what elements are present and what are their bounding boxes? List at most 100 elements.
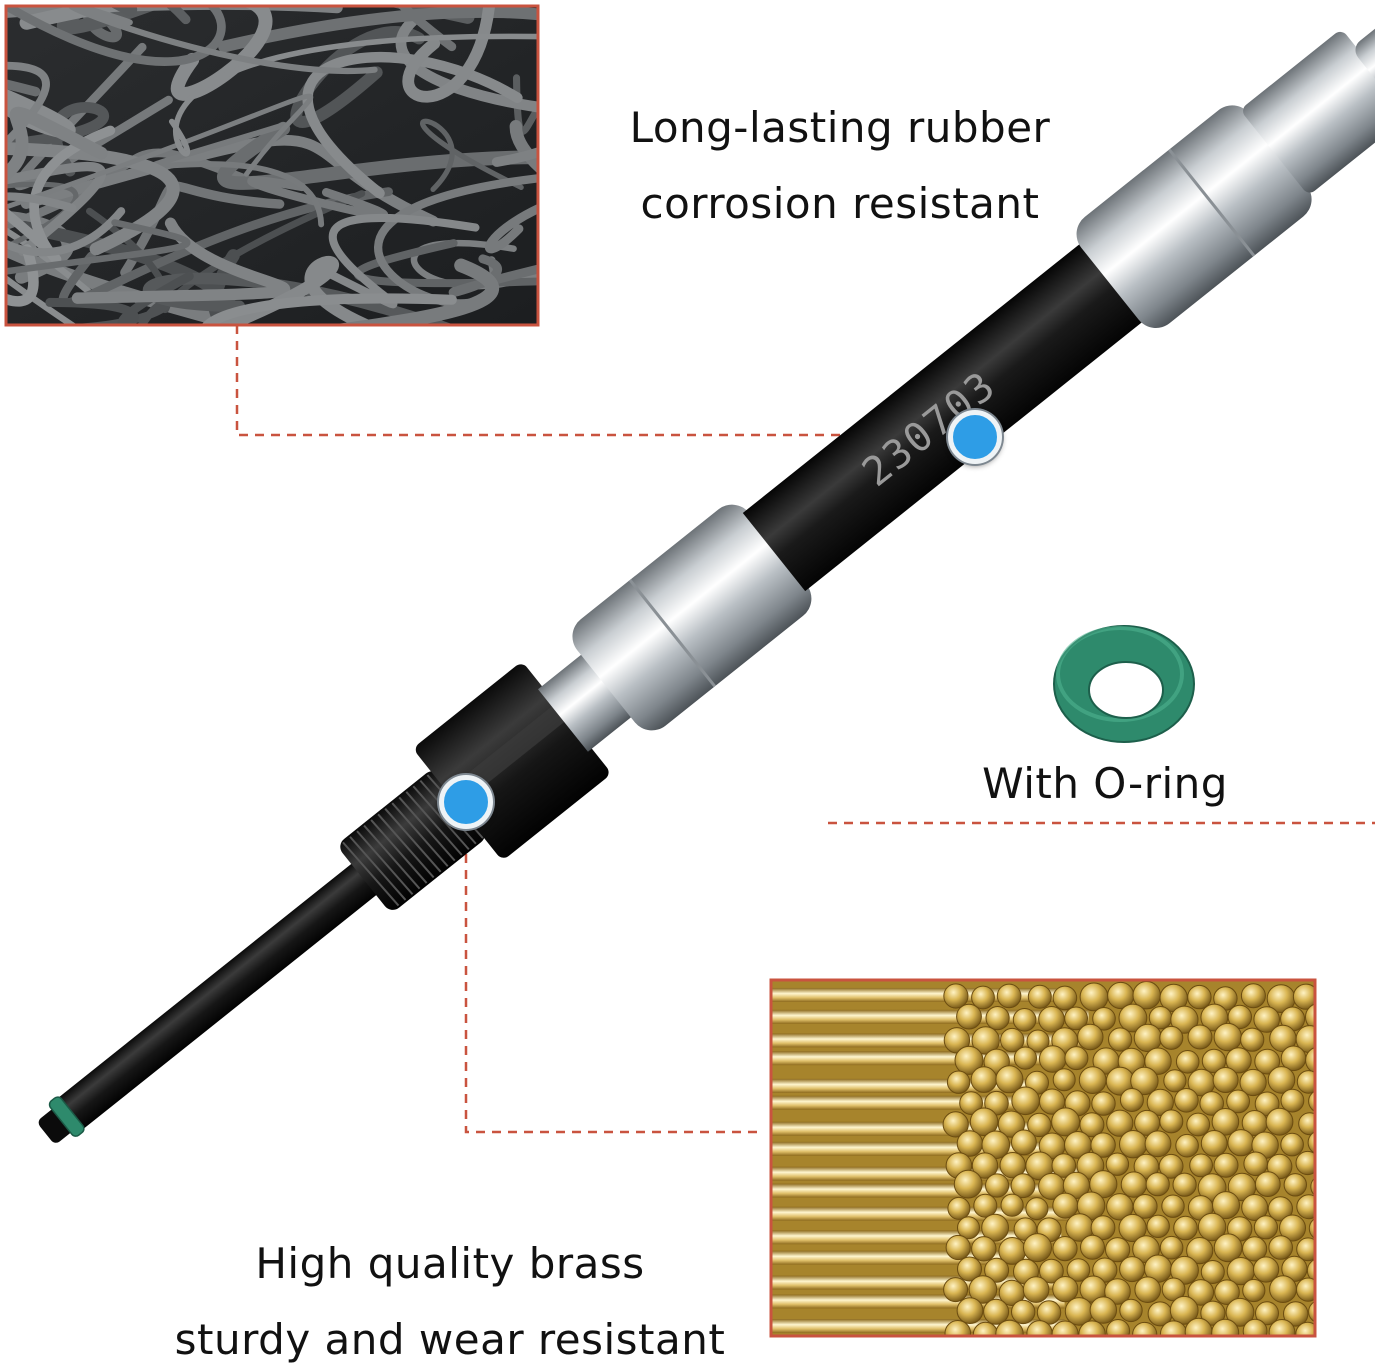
- brass-rod-end: [1186, 1112, 1211, 1137]
- brass-rod-end: [1052, 1236, 1078, 1262]
- brass-rod-end: [969, 1107, 999, 1137]
- brass-rod-end: [1306, 1259, 1314, 1282]
- brass-rod-end: [1119, 1088, 1144, 1112]
- thread-line: [412, 785, 470, 851]
- brass-rod-end: [1091, 1091, 1116, 1116]
- brass-rod-end: [1026, 1320, 1053, 1335]
- brass-rod-end: [1108, 1027, 1133, 1052]
- brass-rod-end: [1105, 1237, 1131, 1263]
- brass-rod-end: [1119, 1130, 1148, 1159]
- brass-rod-end: [981, 1213, 1009, 1242]
- brass-rod-end: [1066, 1258, 1091, 1282]
- brass-rod-end: [1213, 1022, 1243, 1052]
- brass-caption-line-1: High quality brass: [255, 1239, 645, 1288]
- brass-rod-end: [1280, 1088, 1305, 1113]
- brass-rod-end: [1078, 1066, 1107, 1094]
- brass-rod-end: [1226, 1089, 1250, 1114]
- rubber-strand: [7, 244, 39, 307]
- brass-rod-end: [1212, 1191, 1240, 1220]
- brass-rod-end: [1187, 984, 1212, 1010]
- brass-rod-end: [1242, 1318, 1268, 1335]
- brass-rod-end: [1089, 1170, 1118, 1199]
- brass-rod-end: [996, 983, 1022, 1009]
- rubber-strand: [7, 219, 191, 275]
- brass-rod-end: [1240, 983, 1266, 1009]
- brass-rod-end: [1105, 1152, 1130, 1176]
- brass-rod-end: [1186, 1237, 1214, 1265]
- brass-rod-end: [1146, 1214, 1170, 1239]
- brass-rod-end: [1254, 1171, 1281, 1197]
- brass-rod-end: [1052, 1068, 1076, 1092]
- brass-rod-end: [1119, 1298, 1143, 1323]
- brass-rod-end: [1052, 1192, 1079, 1219]
- brass-rod-end: [1159, 1320, 1188, 1335]
- brass-rod-end: [1130, 1066, 1159, 1096]
- oring-caption-line-1: With O-ring: [982, 759, 1228, 808]
- rubber-strand: [7, 142, 180, 256]
- brass-rod-end: [1253, 1256, 1280, 1283]
- brass-rod-end: [1241, 1194, 1269, 1221]
- brass-rod-end: [1253, 1006, 1280, 1033]
- brass-rod-end: [1077, 1023, 1104, 1051]
- brass-rod-end: [1023, 1233, 1052, 1263]
- thread-line: [342, 841, 400, 907]
- brass-rod-end: [1187, 1279, 1215, 1306]
- brass-rod-end: [1267, 1066, 1296, 1094]
- brass-rod-end: [1213, 1152, 1239, 1178]
- brass-rod-end: [959, 1091, 983, 1115]
- brass-rod-end: [1298, 1112, 1314, 1136]
- brass-rod-end: [1052, 985, 1078, 1011]
- brass-rod-end: [1159, 1235, 1184, 1260]
- brass-rod-end: [1134, 1276, 1161, 1303]
- thread-line: [356, 830, 414, 895]
- brass-rod-end: [1308, 1301, 1314, 1322]
- tip-oring: [48, 1096, 85, 1137]
- thread-line: [405, 791, 463, 856]
- brass-rod-end: [1089, 1296, 1118, 1324]
- rubber-strand: [19, 7, 273, 101]
- brass-rod-end: [1159, 1109, 1184, 1134]
- thread-line: [349, 836, 407, 901]
- rubber-strand: [7, 106, 108, 182]
- nozzle-tube: [52, 857, 386, 1133]
- brass-rod-end: [1295, 1150, 1314, 1176]
- hose-hotspot[interactable]: [948, 410, 1002, 464]
- brass-rod-end: [957, 1256, 982, 1282]
- brass-rod-end: [1242, 1236, 1268, 1262]
- brass-rod-end: [1170, 1005, 1199, 1034]
- brass-rod-end: [1012, 1008, 1037, 1032]
- brass-rod-end: [1079, 1112, 1105, 1138]
- brass-rod-end: [1187, 1024, 1213, 1050]
- brass-rod-end: [1106, 1319, 1131, 1335]
- brass-rod-end: [971, 1152, 999, 1179]
- brass-rod-end: [1064, 1006, 1088, 1031]
- brass-hotspot[interactable]: [439, 775, 493, 829]
- brass-rod-end: [1090, 1132, 1116, 1158]
- brass-rod-end: [1022, 1276, 1050, 1303]
- rubber-caption: Long-lasting rubber corrosion resistant: [560, 90, 1120, 242]
- brass-rod-end: [954, 1045, 984, 1075]
- brass-rod-end: [985, 1173, 1010, 1198]
- brass-callout-line: [464, 822, 762, 1134]
- brass-rod-end: [1308, 1091, 1314, 1112]
- rubber-strand: [58, 187, 393, 307]
- brass-closeup-image: [769, 978, 1317, 1338]
- thread-line: [363, 824, 421, 890]
- brass-rod-end: [1296, 1277, 1314, 1302]
- rubber-strand: [202, 293, 457, 324]
- brass-rod-end: [1118, 1003, 1148, 1033]
- brass-rod-end: [1175, 1050, 1200, 1074]
- brass-rod-end: [1051, 1153, 1077, 1178]
- brass-rod-end: [997, 1110, 1026, 1138]
- brass-rod-end: [1308, 1218, 1314, 1239]
- rubber-strand: [448, 254, 537, 297]
- brass-rod-end: [1214, 1279, 1240, 1305]
- brass-rod-end: [1305, 1047, 1314, 1074]
- rubber-strand: [168, 33, 537, 157]
- rubber-strand: [218, 7, 537, 53]
- thread-line: [384, 808, 442, 873]
- brass-rod-end: [968, 1275, 998, 1304]
- brass-rod-end: [1296, 1237, 1314, 1262]
- brass-rod-end: [1051, 1320, 1079, 1335]
- rubber-strand: [484, 204, 537, 254]
